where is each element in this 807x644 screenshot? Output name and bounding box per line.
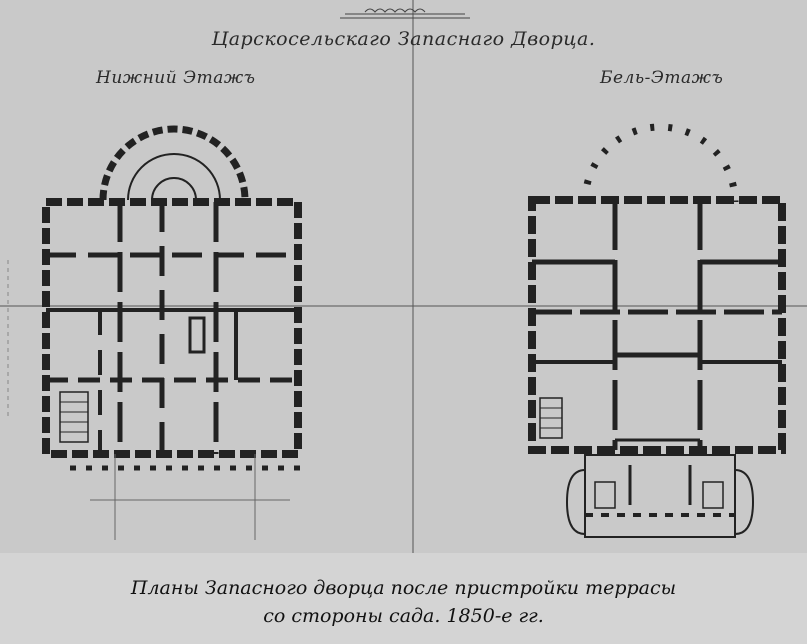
floor-label-lower: Нижний Этажъ (96, 68, 256, 88)
floor-plans-drawing (0, 0, 807, 553)
plan-sheet (0, 0, 807, 553)
header-ornament (340, 8, 470, 19)
plan-lower-floor (42, 125, 302, 540)
caption-line-2: со стороны сада. 1850-е гг. (263, 605, 544, 627)
plate-header: Царскосельскаго Запаснаго Дворца. (211, 28, 596, 50)
figure-caption: Планы Запасного дворца после пристройки … (0, 574, 807, 630)
caption-line-1: Планы Запасного дворца после пристройки … (130, 577, 677, 599)
floor-label-bel-etage: Бель-Этажъ (600, 68, 724, 88)
plan-bel-etage (528, 123, 786, 538)
